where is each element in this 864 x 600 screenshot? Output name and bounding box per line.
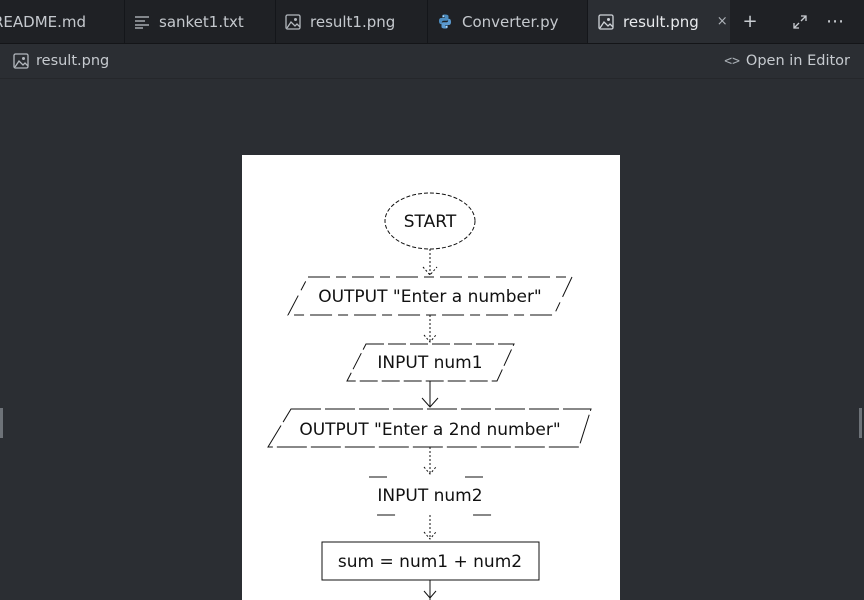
- tab-result1[interactable]: result1.png: [276, 0, 428, 43]
- image-preview: START OUTPUT "Enter a number" INPUT num1…: [242, 155, 620, 600]
- flowchart: START OUTPUT "Enter a number" INPUT num1…: [267, 192, 592, 600]
- breadcrumb-file[interactable]: result.png: [13, 44, 109, 78]
- tab-readme[interactable]: README.md: [0, 0, 125, 43]
- step-label: INPUT num1: [377, 353, 482, 373]
- output-box-2: [267, 408, 592, 448]
- step-label: INPUT num2: [377, 486, 482, 506]
- tab-converter[interactable]: Converter.py: [428, 0, 588, 43]
- close-icon[interactable]: ×: [716, 14, 728, 29]
- code-icon: <>: [724, 53, 740, 69]
- tab-label: Converter.py: [462, 12, 559, 31]
- maximize-icon[interactable]: [784, 0, 816, 43]
- breadcrumb: result.png <> Open in Editor: [0, 44, 864, 79]
- tab-result[interactable]: result.png ×: [588, 0, 730, 43]
- step-label: OUTPUT "Enter a number": [318, 287, 542, 307]
- input-box-1: [346, 343, 515, 382]
- image-icon: [285, 13, 301, 30]
- arrowhead: [423, 334, 437, 343]
- arrowhead: [423, 531, 437, 540]
- new-tab-button[interactable]: +: [742, 11, 758, 32]
- input-box-2: [349, 476, 515, 516]
- more-actions-icon[interactable]: ⋯: [826, 11, 844, 32]
- tab-label: result.png: [623, 12, 699, 31]
- output-box-1: [287, 276, 573, 316]
- arrowhead: [423, 590, 437, 599]
- arrowhead: [421, 397, 439, 408]
- image-icon: [13, 53, 29, 69]
- open-in-editor-button[interactable]: <> Open in Editor: [724, 44, 850, 78]
- tab-label: README.md: [0, 12, 87, 31]
- text-file-icon: [134, 14, 150, 30]
- tab-bar: README.md sanket1.txt result1.png Conver…: [0, 0, 864, 44]
- tab-sanket1[interactable]: sanket1.txt: [125, 0, 276, 43]
- open-in-editor-label: Open in Editor: [745, 53, 850, 69]
- image-icon: [598, 13, 614, 30]
- python-icon: [437, 14, 453, 30]
- tab-label: result1.png: [310, 12, 396, 31]
- breadcrumb-label: result.png: [36, 53, 110, 69]
- step-label: sum = num1 + num2: [338, 552, 522, 572]
- start-terminal: [384, 192, 476, 250]
- step-label: OUTPUT "Enter a 2nd number": [299, 420, 560, 440]
- arrowhead: [422, 266, 438, 276]
- start-label: START: [404, 212, 457, 232]
- right-resize-handle[interactable]: [859, 408, 862, 438]
- arrowhead: [423, 466, 437, 475]
- left-resize-handle[interactable]: [0, 408, 3, 438]
- tab-label: sanket1.txt: [159, 12, 244, 31]
